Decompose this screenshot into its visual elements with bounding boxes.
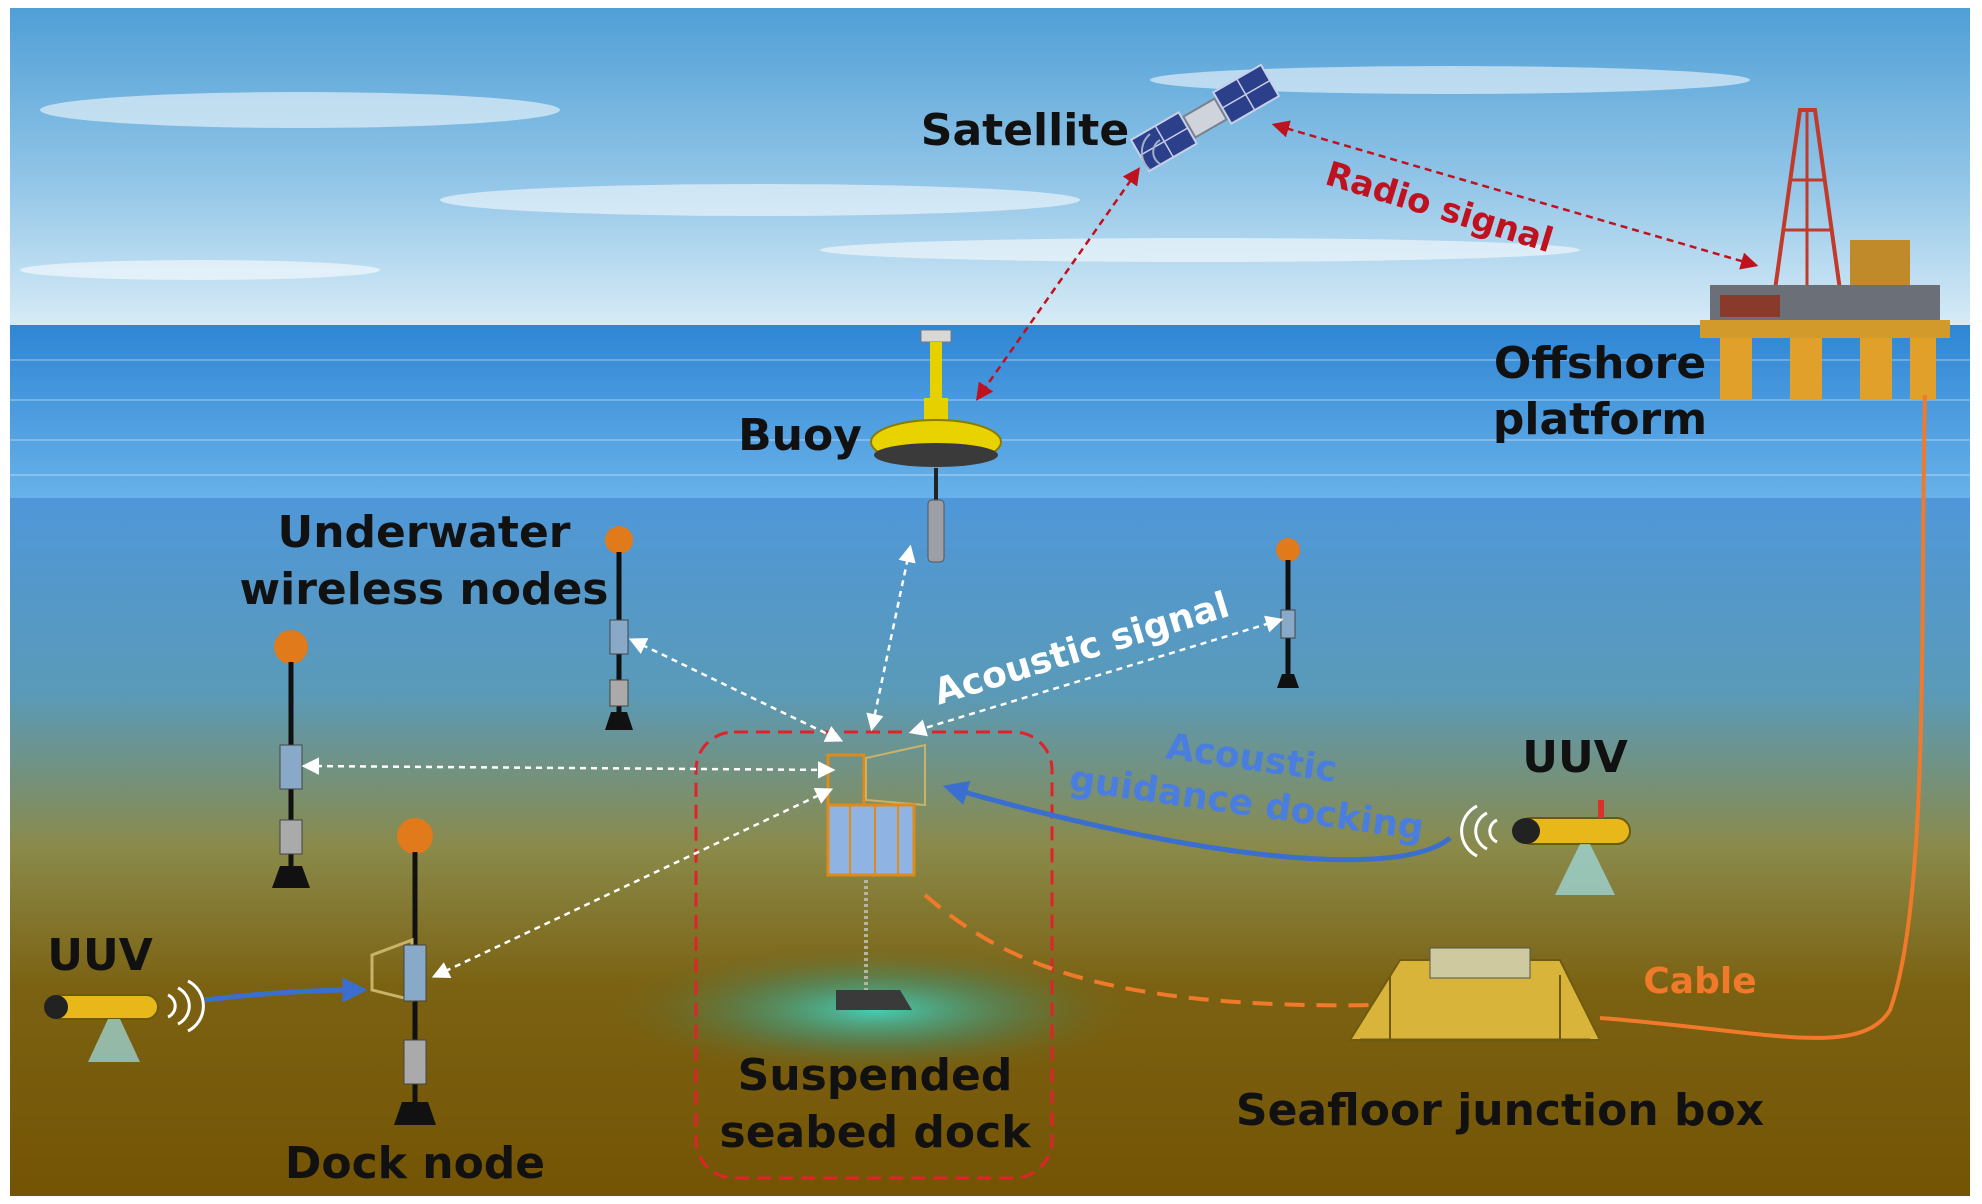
junction-box-icon: [1348, 947, 1602, 1042]
sky-background: [10, 8, 1970, 328]
dock-node-icon: [370, 818, 436, 1125]
seabed-dock-icon: [826, 743, 926, 1010]
wireless-node-icon: [605, 526, 633, 730]
label-underwater-nodes-1: Underwater: [277, 507, 570, 558]
uuv-left-icon: [44, 994, 159, 1062]
radio-link-satellite-buoy: [975, 167, 1141, 401]
guidance-docking-arrow: [942, 780, 1452, 863]
label-junction-box: Seafloor junction box: [1236, 1085, 1764, 1136]
label-offshore-platform-2: platform: [1493, 394, 1707, 445]
label-cable: Cable: [1643, 961, 1756, 1002]
satellite-icon: [1129, 63, 1281, 173]
wireless-node-icon: [272, 630, 310, 888]
offshore-platform-icon: [1700, 108, 1950, 400]
underwater-background: [10, 498, 1970, 1196]
uuv-to-docknode-arrow: [204, 977, 368, 1003]
acoustic-link-node-dock: [628, 638, 844, 742]
satellite-signal-icon: [1140, 133, 1161, 171]
cable-platform-junction: [1599, 394, 1927, 1040]
acoustic-link-docknode-dock: [431, 788, 834, 978]
dock-highlight-box: [694, 730, 1054, 1180]
label-uuv-left: UUV: [47, 930, 153, 981]
label-uuv-right: UUV: [1522, 732, 1628, 783]
label-suspended-dock-1: Suspended: [738, 1050, 1013, 1101]
label-buoy: Buoy: [738, 410, 862, 461]
uuv-left-signal-icon: [167, 979, 205, 1033]
label-underwater-nodes-2: wireless nodes: [240, 564, 609, 615]
label-offshore-platform-1: Offshore: [1494, 338, 1706, 389]
uuv-right-signal-icon: [1460, 804, 1498, 858]
uuv-right-icon: [1512, 800, 1631, 895]
acoustic-link-node-right-dock: [908, 615, 1284, 737]
label-satellite: Satellite: [921, 105, 1129, 156]
label-dock-node: Dock node: [285, 1138, 545, 1189]
cable-dock-junction: [923, 893, 1381, 1008]
label-suspended-dock-2: seabed dock: [720, 1107, 1033, 1158]
buoy-icon: [870, 329, 1002, 563]
acoustic-link-buoy-dock: [866, 544, 916, 732]
